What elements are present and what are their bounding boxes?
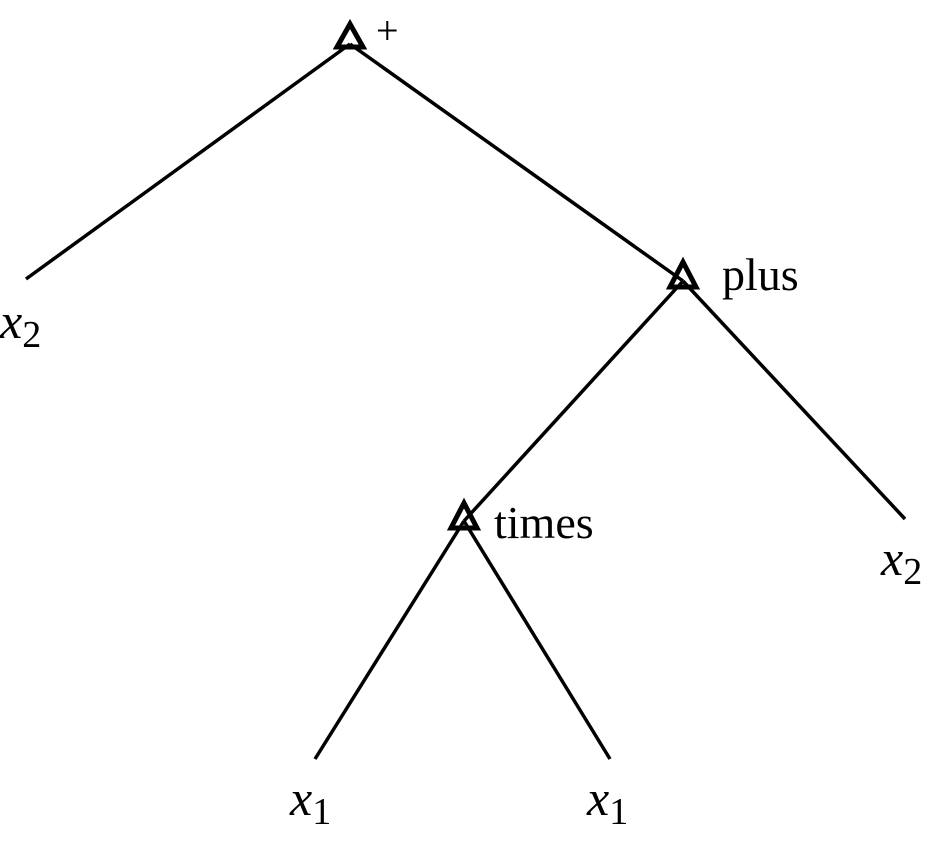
leaf-variable-bottom-left-subscript: 1 <box>312 791 331 833</box>
leaf-variable-bottom-left-base: x <box>289 770 312 826</box>
edge-plus-node-to-right-leaf <box>681 279 907 521</box>
times-node-marker <box>446 497 482 531</box>
edge-root-to-left-leaf <box>24 42 352 281</box>
edge-times-node-to-left-leaf <box>313 520 466 760</box>
root-node: + <box>332 8 399 53</box>
leaf-variable-bottom-right-subscript: 1 <box>609 791 628 833</box>
leaf-variable-left: x2 <box>0 293 41 356</box>
root-node-label: + <box>376 8 399 53</box>
leaf-variable-bottom-right-base: x <box>586 770 609 826</box>
leaf-variable-bottom-right: x1 <box>586 770 628 833</box>
times-node: times <box>446 497 594 548</box>
root-node-marker <box>332 18 368 50</box>
leaf-variable-right: x2 <box>880 530 922 593</box>
plus-node: plus <box>665 249 799 300</box>
plus-node-marker <box>665 256 701 290</box>
leaf-variable-bottom-left: x1 <box>289 770 331 833</box>
leaf-variable-right-subscript: 2 <box>903 551 922 593</box>
leaf-variable-left-subscript: 2 <box>22 314 41 356</box>
times-node-label: times <box>494 497 594 548</box>
plus-node-label: plus <box>722 249 799 300</box>
leaf-variable-left-base: x <box>0 293 22 349</box>
edge-times-node-to-right-leaf <box>462 520 612 760</box>
edge-plus-node-to-times-node <box>462 279 685 523</box>
tree-edges <box>24 42 907 760</box>
leaf-variable-right-base: x <box>880 530 903 586</box>
edge-root-to-plus-node <box>348 42 685 283</box>
